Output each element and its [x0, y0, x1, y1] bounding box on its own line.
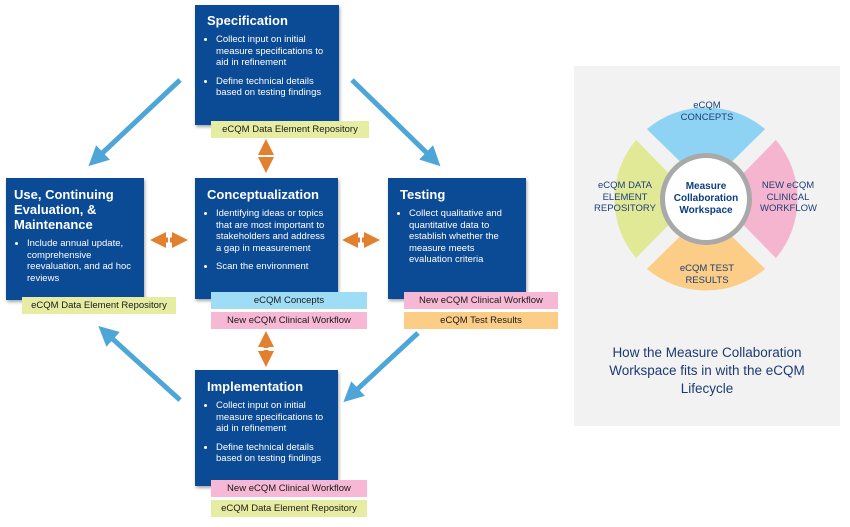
- wheel-segment-left: [614, 139, 694, 259]
- arrow-spec-to-testing: [350, 78, 441, 167]
- use-maintenance-bullet: Include annual update, comprehensive ree…: [27, 238, 136, 284]
- conceptualization-bullets: Identifying ideas or topics that are mos…: [203, 208, 330, 273]
- wheel-label-top: eCQM CONCEPTS: [680, 100, 734, 123]
- use-maintenance-title: Use, Continuing Evaluation, & Maintenanc…: [14, 187, 114, 232]
- wheel-label-bottom: eCQM TEST RESULTS: [679, 263, 735, 286]
- arrow-spec-to-use: [88, 78, 182, 167]
- conceptualization-box: Conceptualization Identifying ideas or t…: [195, 178, 338, 299]
- testing-bullets: Collect qualitative and quantitative dat…: [396, 208, 518, 266]
- implementation-title: Implementation: [207, 379, 304, 394]
- conceptualization-bullet: Scan the environment: [216, 261, 330, 273]
- testing-bullet: Collect qualitative and quantitative dat…: [409, 208, 518, 266]
- workspace-panel: Measure Collaboration Workspace eCQM CON…: [574, 66, 840, 426]
- use-maintenance-bullets: Include annual update, comprehensive ree…: [14, 238, 136, 284]
- wheel-segment-bottom: [646, 211, 766, 291]
- implementation-bullets: Collect input on initial measure specifi…: [203, 400, 330, 465]
- conceptualization-title: Conceptualization: [207, 187, 319, 202]
- specification-bullets: Collect input on initial measure specifi…: [203, 34, 331, 99]
- wheel-segment-right: [718, 139, 798, 259]
- workspace-wheel: [614, 107, 798, 291]
- wheel-center: Measure Collaboration Workspace: [660, 153, 752, 245]
- implementation-bullet: Collect input on initial measure specifi…: [216, 400, 330, 435]
- arrow-impl-to-use: [98, 325, 182, 402]
- wheel-segment-top: [646, 107, 766, 187]
- specification-bullet: Collect input on initial measure specifi…: [216, 34, 331, 69]
- conceptualization-bullet: Identifying ideas or topics that are mos…: [216, 208, 330, 254]
- testing-tag-workflow: New eCQM Clinical Workflow: [404, 292, 558, 309]
- specification-bullet: Define technical details based on testin…: [216, 76, 331, 99]
- implementation-box: Implementation Collect input on initial …: [195, 370, 338, 486]
- wheel-center-label: Measure Collaboration Workspace: [673, 181, 739, 216]
- conceptualization-tag-concepts: eCQM Concepts: [211, 292, 367, 309]
- wheel-label-left: eCQM DATA ELEMENT REPOSITORY: [594, 180, 656, 214]
- specification-box: Specification Collect input on initial m…: [195, 5, 339, 125]
- testing-tag-results: eCQM Test Results: [404, 312, 558, 329]
- specification-tag-repository: eCQM Data Element Repository: [211, 121, 369, 138]
- wheel-label-right: NEW eCQM CLINICAL WORKFLOW: [760, 180, 817, 214]
- use-maintenance-tag-repository: eCQM Data Element Repository: [22, 297, 176, 314]
- wheel-caption: How the Measure Collaboration Workspace …: [609, 345, 805, 396]
- implementation-bullet: Define technical details based on testin…: [216, 442, 330, 465]
- implementation-tag-workflow: New eCQM Clinical Workflow: [211, 480, 367, 497]
- testing-title: Testing: [400, 187, 446, 202]
- specification-title: Specification: [207, 13, 288, 28]
- conceptualization-tag-workflow: New eCQM Clinical Workflow: [211, 312, 367, 329]
- use-maintenance-box: Use, Continuing Evaluation, & Maintenanc…: [6, 178, 144, 300]
- testing-box: Testing Collect qualitative and quantita…: [388, 178, 526, 299]
- implementation-tag-repository: eCQM Data Element Repository: [211, 500, 367, 517]
- arrow-testing-to-impl: [343, 331, 420, 403]
